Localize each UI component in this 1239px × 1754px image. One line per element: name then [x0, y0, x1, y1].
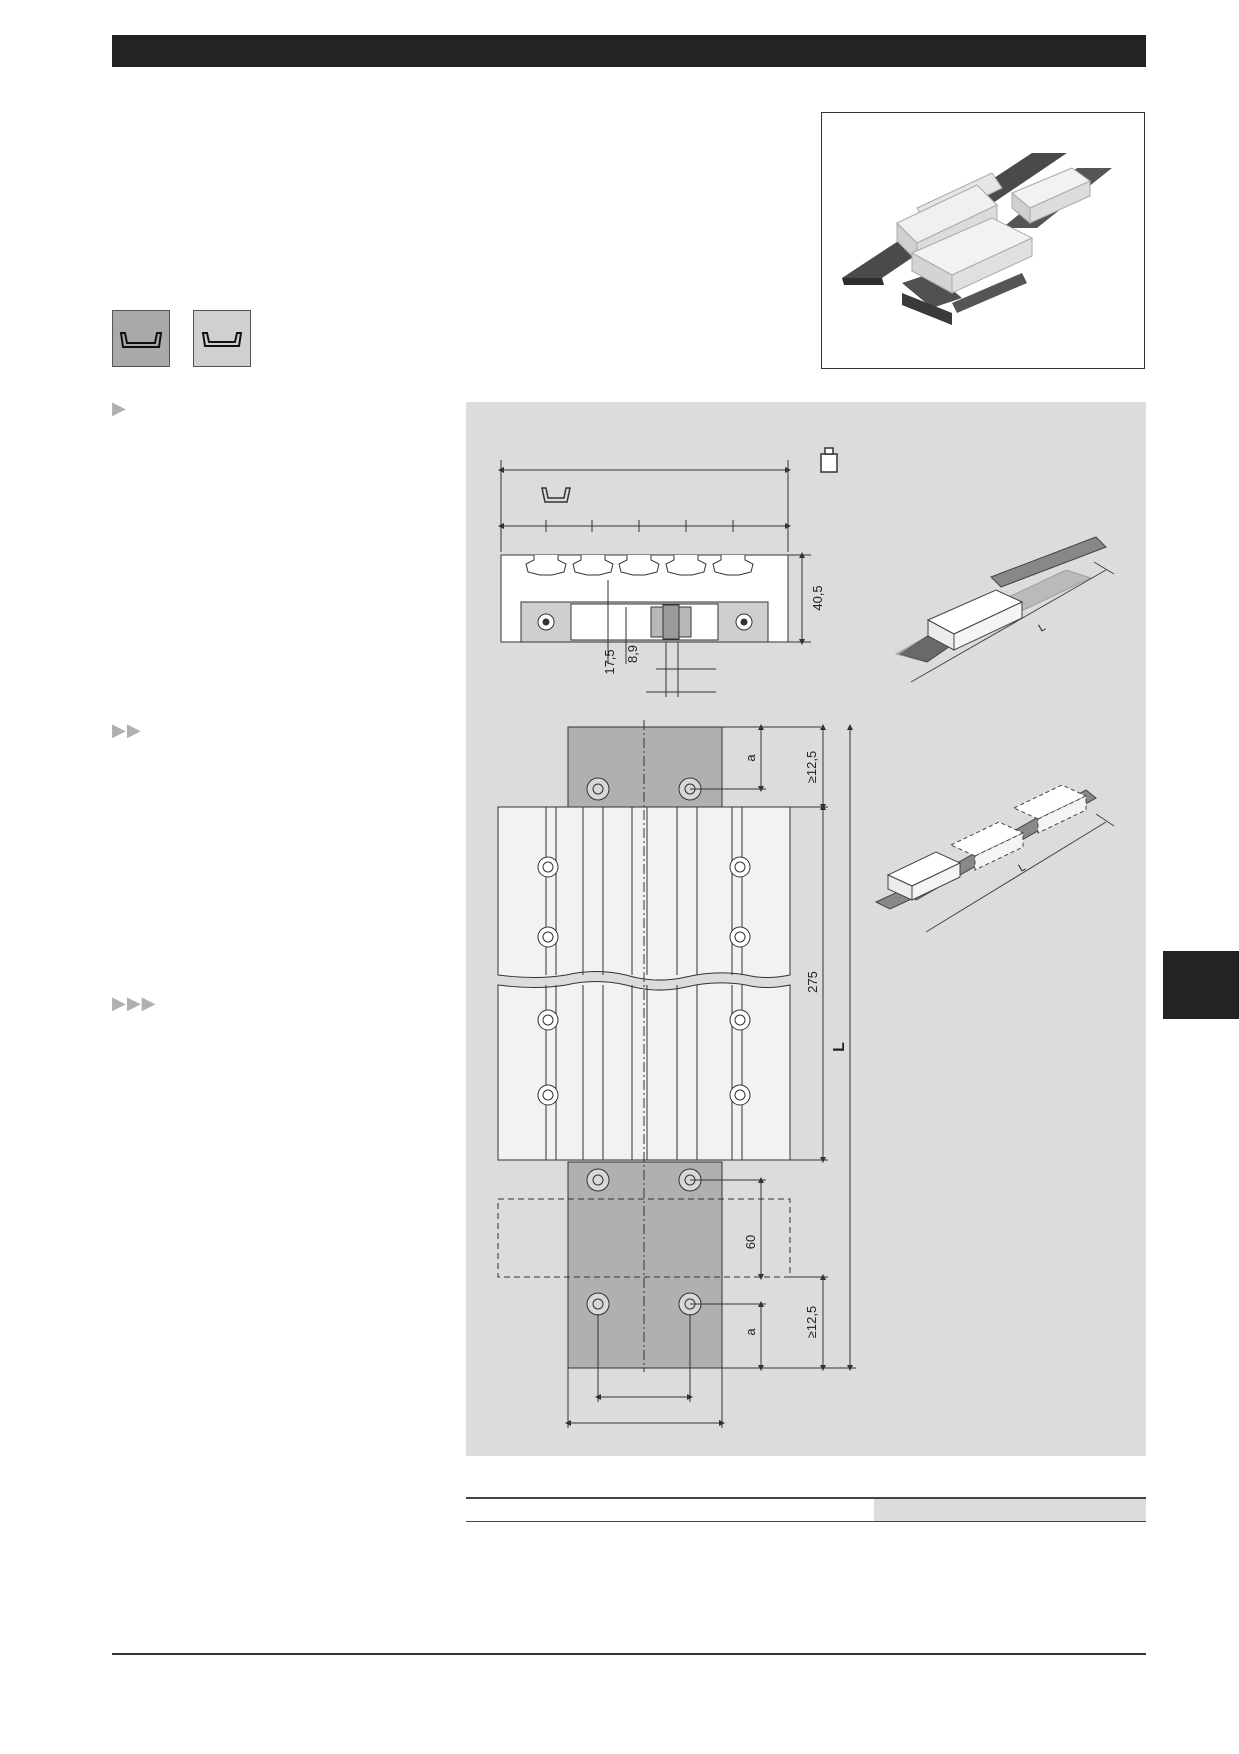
chapter-tab [1163, 951, 1239, 1019]
table-header-cell [874, 1499, 1146, 1521]
iso-label-2: L [1017, 861, 1028, 874]
profile-icon [193, 310, 251, 367]
dim-17-5: 17,5 [602, 649, 617, 674]
dim-L: L [831, 1042, 848, 1052]
isometric-single-carriage [894, 536, 1115, 683]
dim-8-9: 8,9 [625, 645, 640, 663]
technical-drawing: 40,5 17,5 8,9 [497, 447, 1115, 1428]
dim-min-top: ≥12,5 [804, 751, 819, 783]
product-photo [821, 112, 1145, 369]
linear-guide-photo [842, 153, 1112, 325]
table-top-rule [466, 1497, 1146, 1499]
profile-icon [119, 332, 163, 348]
cross-section-view [498, 460, 811, 697]
footer-rule [112, 1653, 1146, 1655]
header-bar [112, 35, 1146, 67]
dim-min-bottom: ≥12,5 [804, 1306, 819, 1338]
dim-275: 275 [805, 971, 820, 993]
weight-icon [820, 447, 838, 473]
profile-icon [112, 310, 170, 367]
bullet-level-3: ▶▶▶ [112, 993, 157, 1014]
isometric-multiple-carriages [874, 784, 1115, 933]
plan-view [497, 720, 856, 1428]
bullet-level-2: ▶▶ [112, 720, 142, 741]
profile-icon [201, 332, 243, 347]
technical-drawing-panel: 40,5 17,5 8,9 [466, 402, 1146, 1456]
dim-a-bottom: a [743, 1328, 758, 1336]
dim-a-top: a [743, 754, 758, 762]
bullet-level-1: ▶ [112, 398, 127, 419]
table-bottom-rule [466, 1521, 1146, 1522]
dim-60: 60 [743, 1235, 758, 1249]
dim-height: 40,5 [810, 585, 825, 610]
iso-label-1: L [1037, 621, 1048, 634]
